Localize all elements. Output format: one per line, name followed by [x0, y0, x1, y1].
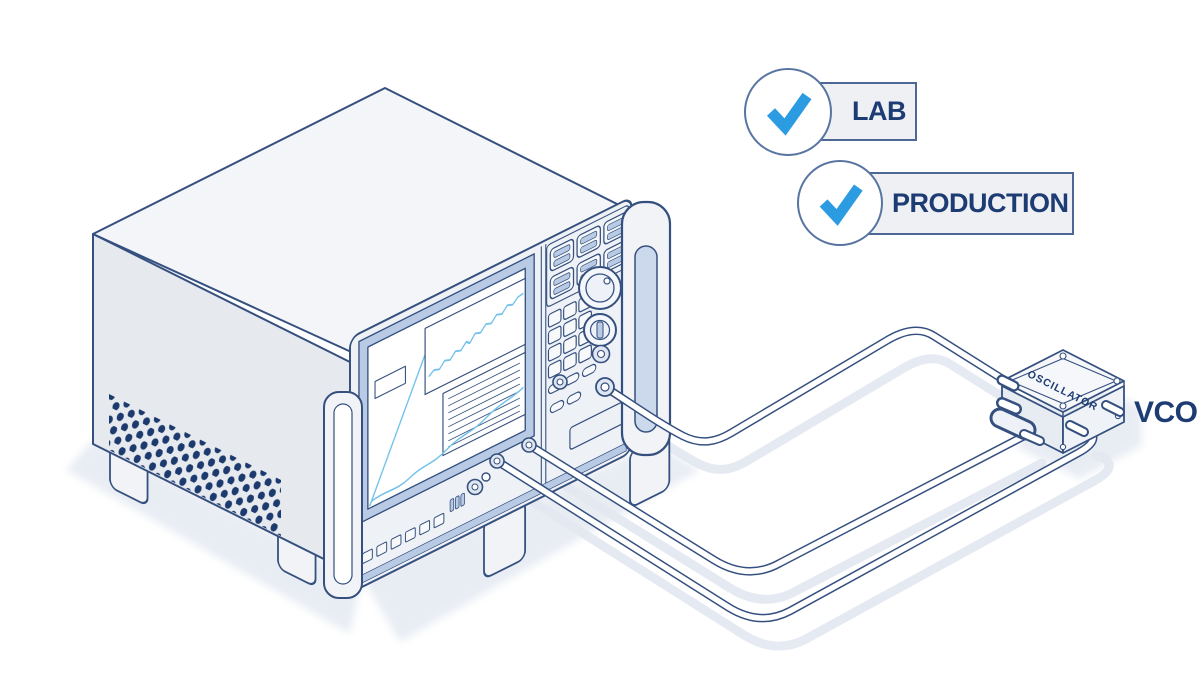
handles	[323, 200, 672, 599]
screw	[1059, 352, 1067, 360]
key	[547, 359, 562, 379]
cable-connector-caps	[489, 377, 615, 469]
strip-slot	[449, 498, 455, 512]
production-badge: PRODUCTION	[848, 172, 1074, 235]
bnc-connector-pin	[556, 378, 564, 386]
rf-out-pin	[600, 382, 610, 392]
vco-lid	[1001, 349, 1125, 413]
key	[578, 344, 592, 364]
lab-badge: LAB	[816, 82, 917, 141]
vco-connectors	[989, 374, 1125, 446]
result-table	[442, 351, 526, 457]
cable-1-core	[602, 327, 1007, 445]
key	[563, 335, 577, 354]
oval-button	[581, 363, 597, 378]
bnc-connector-pin	[596, 349, 606, 359]
strip-button	[376, 541, 388, 557]
trace-window	[424, 277, 526, 396]
knob-large-dot	[603, 277, 611, 285]
vent-grille	[109, 394, 281, 536]
strip-button	[404, 527, 416, 543]
knob-small-slot	[596, 321, 604, 339]
strip-ring-control-pin	[471, 483, 479, 491]
lab-badge-label: LAB	[852, 96, 907, 126]
strip-button	[419, 520, 431, 536]
strip-button	[390, 534, 402, 550]
strip-slot	[460, 492, 465, 507]
vco-box: OSCILLATOR	[989, 349, 1125, 454]
strip-small-control	[481, 472, 491, 482]
key	[563, 301, 577, 320]
instrument	[92, 87, 672, 599]
instrument-shadow-front	[362, 443, 700, 642]
knob-large-inner	[585, 273, 615, 303]
oval-button	[549, 399, 565, 414]
vco-label: VCO	[1134, 396, 1198, 429]
cable-shadow-3	[508, 451, 1114, 651]
screw	[1059, 443, 1067, 451]
strip-connector-pin	[493, 457, 501, 465]
key	[547, 342, 562, 362]
screw	[1113, 377, 1121, 385]
key	[563, 318, 577, 337]
cable-shadow-2	[540, 458, 1047, 604]
strip-slot	[455, 495, 460, 510]
screen-content	[368, 277, 526, 507]
check-icon	[819, 184, 863, 226]
bottom-strip	[355, 442, 627, 587]
front-panel	[349, 199, 633, 591]
handle-left-slot	[333, 403, 353, 585]
handle-right-slot	[634, 245, 658, 433]
trace-noisy	[428, 292, 524, 378]
cable-2-core	[526, 432, 1029, 575]
strip-connector-pin	[525, 441, 533, 449]
cables	[492, 326, 1098, 623]
key	[563, 352, 577, 371]
key	[547, 325, 562, 345]
trace-diagonal	[368, 354, 426, 507]
strip-button	[433, 512, 445, 529]
key	[547, 308, 562, 328]
screen-tab	[374, 365, 406, 400]
check-icon	[766, 92, 812, 136]
panel-round-controls	[466, 266, 622, 496]
production-check-circle	[797, 160, 883, 246]
result-table-lines	[448, 362, 520, 448]
lab-check-circle	[744, 68, 832, 156]
screw	[1059, 402, 1067, 410]
trace-wavy	[371, 386, 524, 503]
oval-button	[566, 391, 582, 405]
production-badge-label: PRODUCTION	[892, 188, 1069, 218]
